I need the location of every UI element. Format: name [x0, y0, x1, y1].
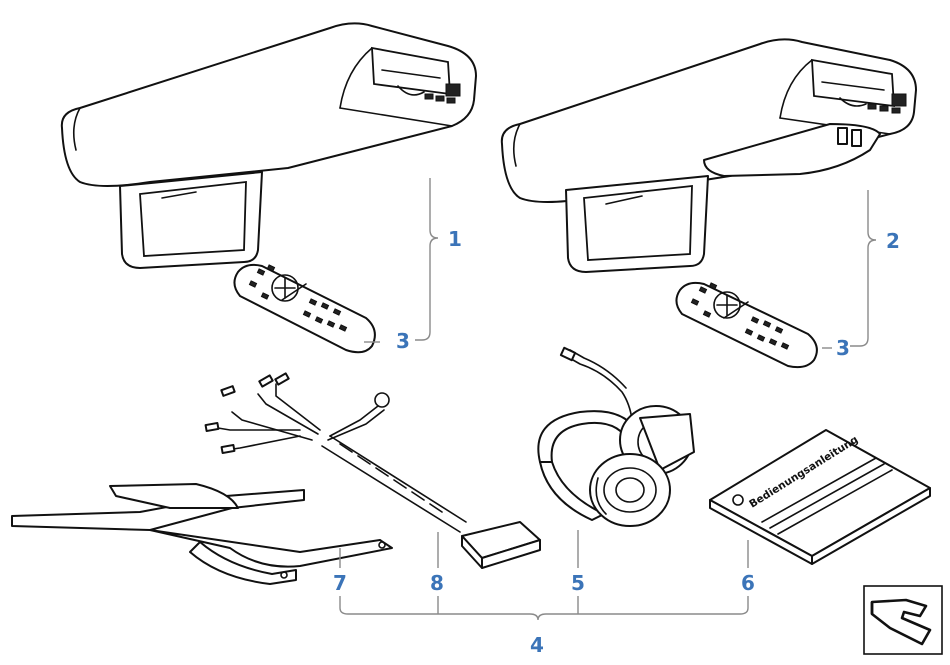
- callout-2: 2: [886, 229, 900, 253]
- owners-manual: Bedienungsanleitung: [709, 429, 931, 565]
- callout-6: 6: [741, 571, 755, 595]
- overhead-monitor-unit: [60, 22, 477, 269]
- callout-4: 4: [530, 633, 544, 657]
- callout-3-right: 3: [836, 336, 850, 360]
- folded-arrow-icon[interactable]: [863, 585, 943, 655]
- callout-1: 1: [448, 227, 462, 251]
- callout-8: 8: [430, 571, 444, 595]
- callout-7: 7: [333, 571, 347, 595]
- remote-control-left: [233, 263, 376, 354]
- callout-5: 5: [571, 571, 585, 595]
- callout-3-left: 3: [396, 329, 410, 353]
- callout-numbers: 1 2 3 3 7 8 5 6 4: [333, 227, 900, 657]
- remote-control-right: [675, 281, 818, 369]
- leader-lines: [339, 178, 877, 621]
- overhead-monitor-unit-with-transmitter: [500, 38, 917, 273]
- wireless-headphones: [537, 346, 695, 527]
- cable-harness: [204, 372, 541, 569]
- mounting-bracket: [11, 483, 393, 585]
